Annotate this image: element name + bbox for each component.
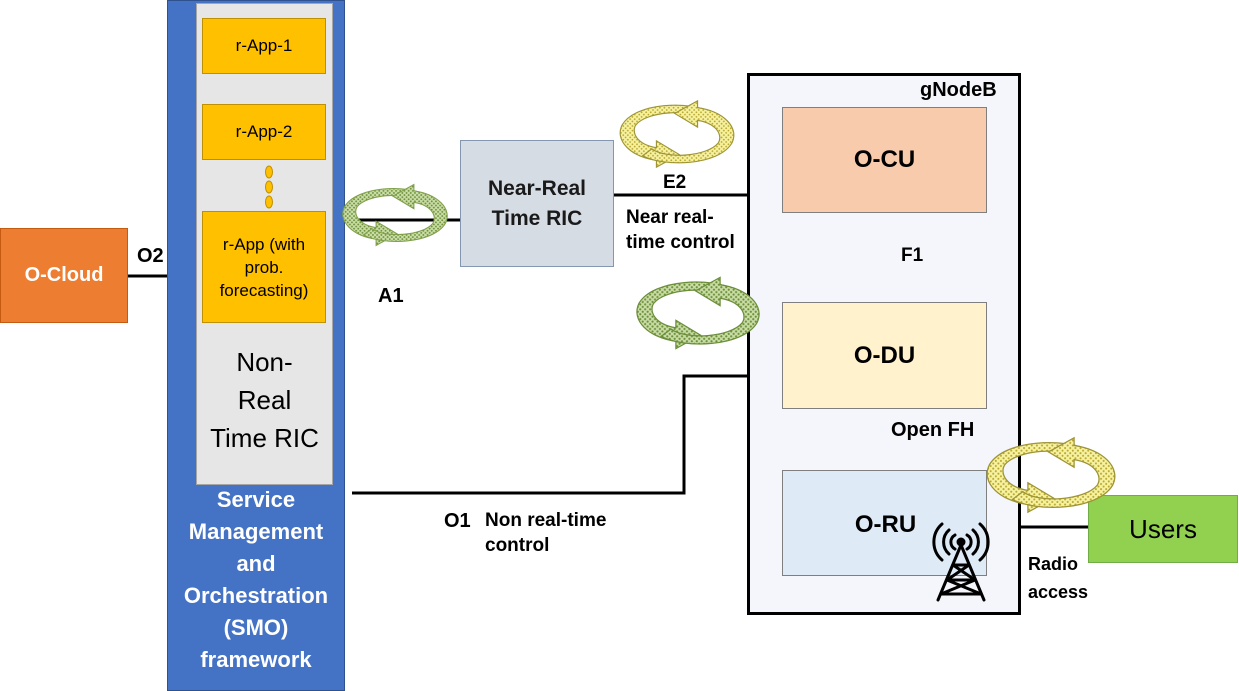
near-rt-ric-box: Near-Real Time RIC (460, 140, 614, 267)
e2-description: Near real- time control (626, 207, 735, 253)
o-cloud-label: O-Cloud (24, 264, 104, 286)
o1-label: O1 (444, 510, 471, 532)
e2-label: E2 (663, 172, 687, 193)
o2-label: O2 (137, 245, 164, 267)
o-ru-label: O-RU (854, 511, 917, 538)
o-du-box: O-DU (782, 302, 987, 409)
non-rt-ric-label: Non- Real Time RIC (210, 347, 319, 453)
o1-link (352, 374, 748, 495)
radio-access-label: Radio access (1028, 554, 1089, 602)
users-box: Users (1088, 495, 1238, 563)
open-fh-label: Open FH (891, 419, 975, 441)
ellipsis-dots-icon (265, 165, 273, 209)
o-ru-box: O-RU (782, 470, 987, 576)
a1-label: A1 (378, 285, 404, 307)
rapp-1-box: r-App-1 (202, 18, 326, 74)
f1-label: F1 (901, 245, 924, 266)
gnodeb-label: gNodeB (920, 79, 997, 101)
rapp-2-box: r-App-2 (202, 104, 326, 160)
rapp-forecasting-box: r-App (with prob. forecasting) (202, 211, 326, 323)
o1-description: Non real-time control (485, 510, 607, 556)
o-cloud-box: O-Cloud (0, 228, 128, 323)
antenna-tower-icon (932, 522, 990, 602)
o-cu-box: O-CU (782, 107, 987, 213)
smo-label: Service Management and Orchestration (SM… (183, 487, 329, 672)
